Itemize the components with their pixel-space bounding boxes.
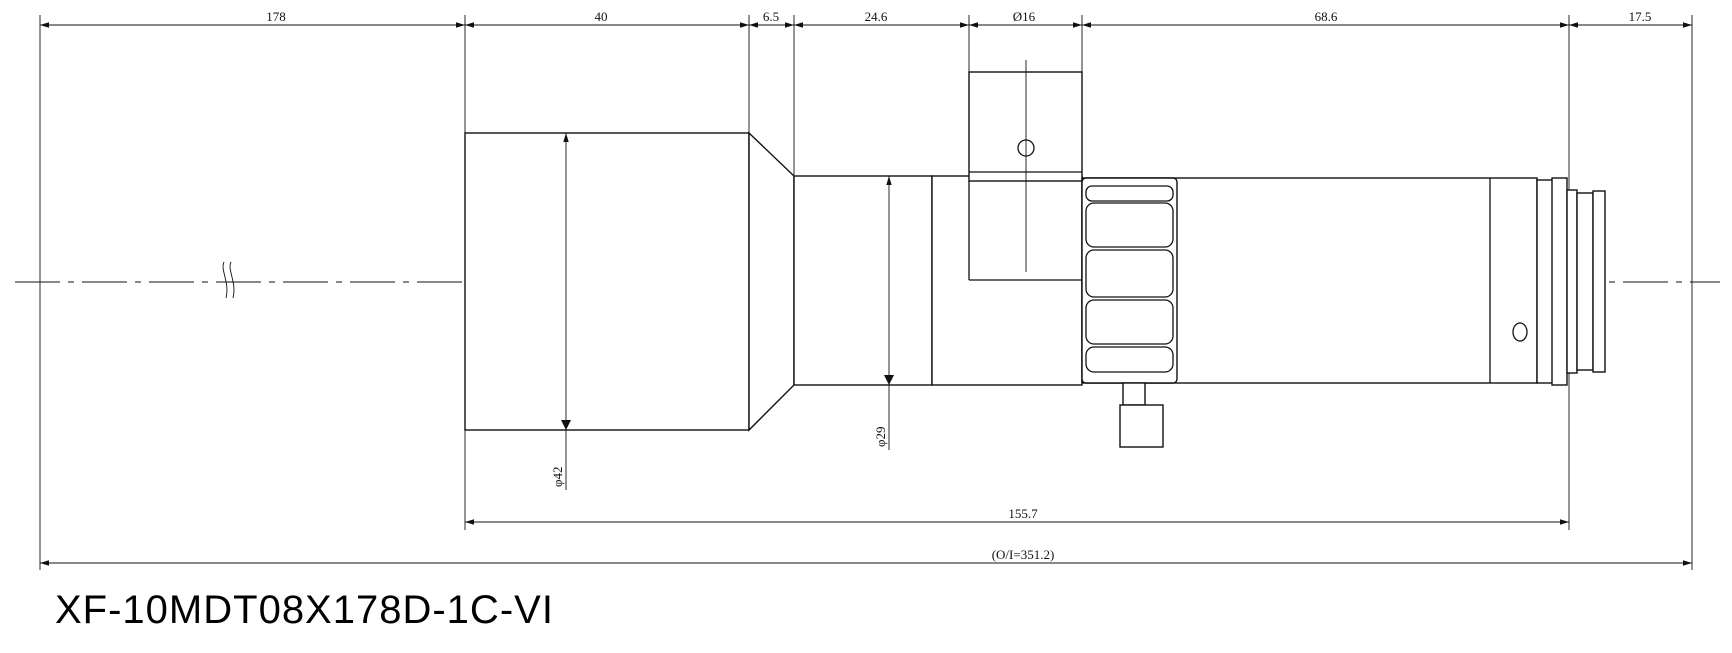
c-mount-flange	[1592, 190, 1606, 373]
lock-screw-icon	[1512, 322, 1528, 342]
total-oi-label: (O/I=351.2)	[992, 547, 1055, 562]
dim-6-5-label: 6.5	[763, 9, 779, 24]
dim-178-label: 178	[266, 9, 286, 24]
model-number: XF-10MDT08X178D-1C-VI	[55, 588, 554, 632]
mid-barrel	[793, 175, 933, 386]
lens-body	[464, 60, 1606, 448]
front-barrel	[464, 132, 750, 431]
lock-knob-stem	[1122, 382, 1146, 406]
dia29-label: φ29	[873, 426, 888, 447]
lock-knob	[1119, 404, 1164, 448]
dia42-label: φ42	[550, 466, 565, 487]
taper-section	[748, 131, 795, 432]
coaxial-port-top	[968, 71, 1083, 182]
dim-155-7-label: 155.7	[1008, 506, 1038, 521]
c-mount	[1576, 192, 1594, 371]
rear-ring-2	[1551, 177, 1568, 386]
dim-40-label: 40	[595, 9, 608, 24]
focus-ring	[1081, 177, 1178, 384]
dim-68-6-label: 68.6	[1315, 9, 1338, 24]
port-screw-icon	[1017, 139, 1035, 157]
break-symbol	[222, 261, 228, 299]
dim-24-6-label: 24.6	[865, 9, 888, 24]
rear-ring-3	[1566, 189, 1578, 374]
dim-16-label: Ø16	[1013, 9, 1036, 24]
dim-17-5-label: 17.5	[1629, 9, 1652, 24]
